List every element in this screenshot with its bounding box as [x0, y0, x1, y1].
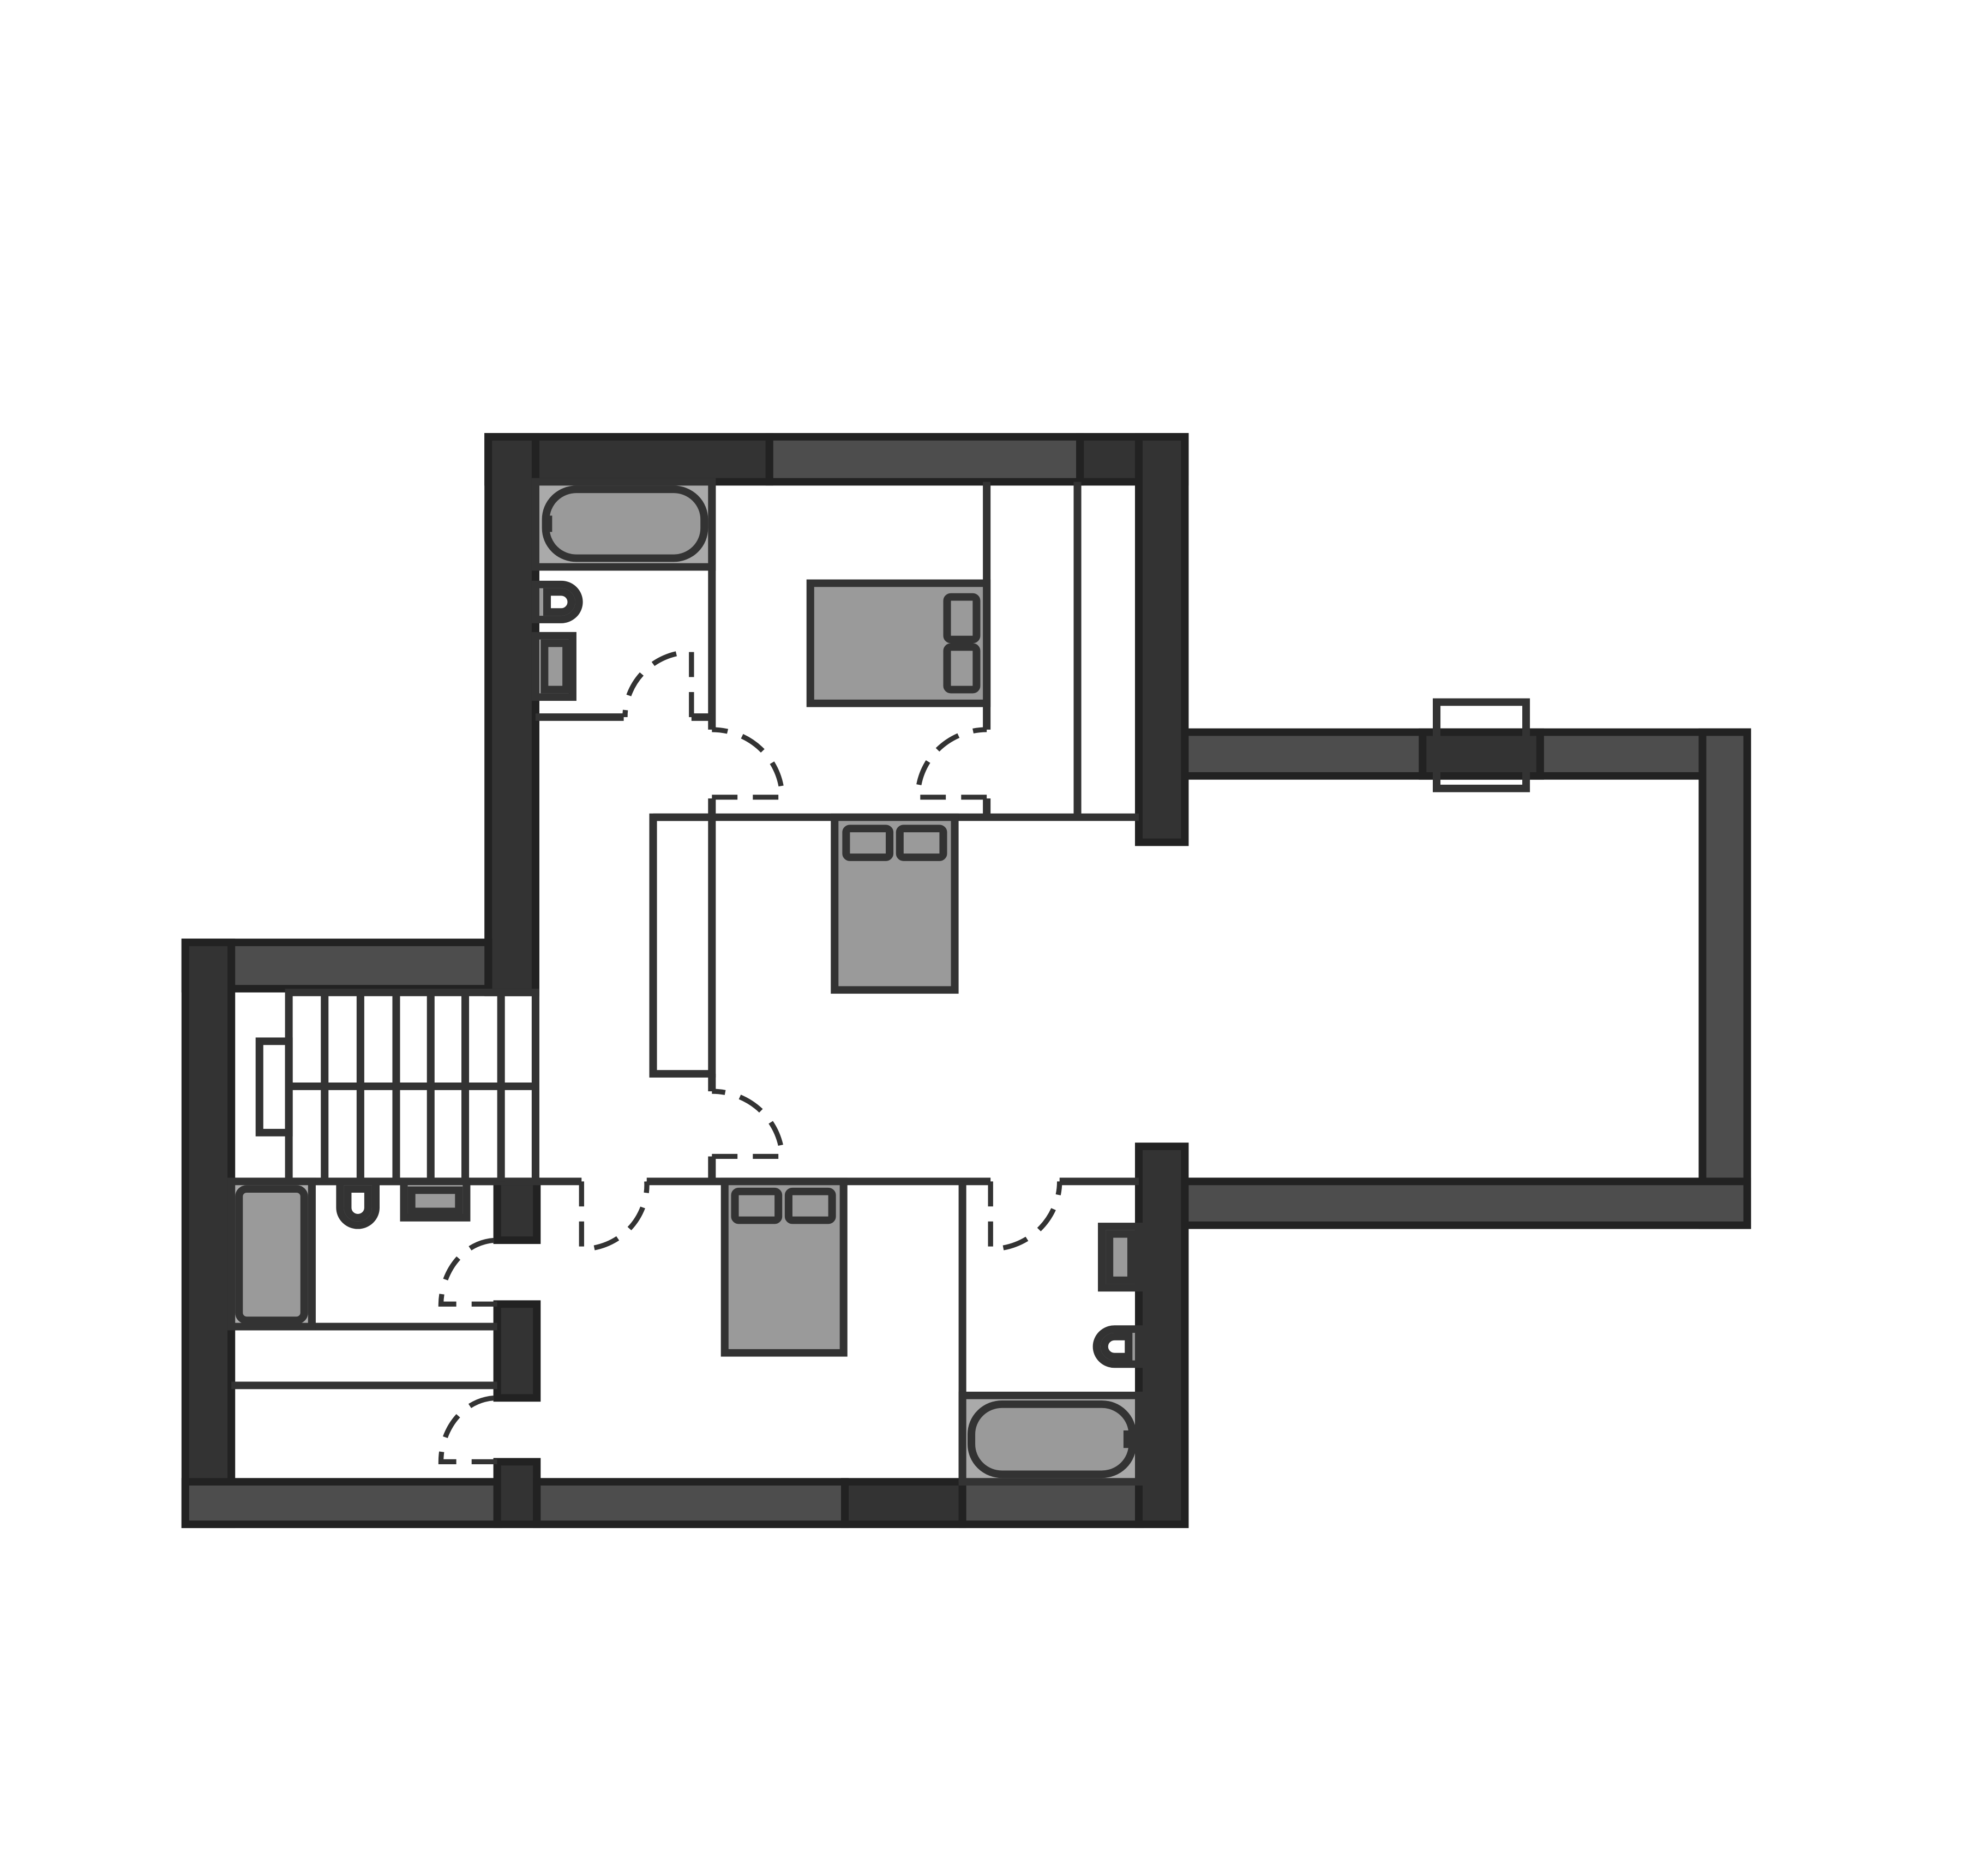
chimney-block [1419, 728, 1544, 780]
wall-pier-1 [493, 1177, 541, 1244]
wall-pier-2 [493, 1300, 541, 1402]
bathtub-icon [542, 485, 708, 562]
wall-west-upper [484, 433, 539, 996]
wall-south-dark [841, 1478, 966, 1529]
door-swing-bath-southeast [988, 1181, 1062, 1252]
door-swing-bath-north [622, 650, 694, 717]
stair-landing-rail [255, 1037, 293, 1137]
bathtub-icon [235, 1185, 308, 1324]
skylight-icon [1433, 698, 1530, 792]
wall-east-wing-right [1698, 728, 1751, 1229]
bed-south [720, 1177, 848, 1357]
door-swing-bedroom-south [579, 1181, 650, 1252]
wall-east-wing-bottom [1181, 1177, 1751, 1229]
wall-west-outer [181, 939, 236, 1529]
bathroom-southeast [958, 1223, 1143, 1486]
bathroom-southwest [227, 1177, 471, 1331]
door-swing-living [712, 1089, 785, 1159]
wall-south-left [181, 1478, 502, 1529]
door-swing-closet [915, 727, 987, 800]
wall-east-lower [1134, 1143, 1189, 1529]
bathroom-north [531, 478, 716, 701]
bathtub-icon [968, 1400, 1137, 1478]
door-swing-bath-southwest [438, 1237, 497, 1307]
wall-north-window-section [765, 433, 1084, 486]
bed-north [806, 579, 991, 707]
door-swing-storage [438, 1395, 497, 1464]
wall-east-upper [1134, 433, 1189, 846]
wall-south-pier [493, 1458, 541, 1529]
wall-south-middle [533, 1478, 849, 1529]
door-swing-bedroom-north [712, 727, 785, 800]
staircase [255, 988, 539, 1186]
bed-living [831, 813, 959, 994]
doors [438, 650, 1062, 1464]
walls [181, 433, 1751, 1529]
wall-south-right [958, 1478, 1144, 1529]
